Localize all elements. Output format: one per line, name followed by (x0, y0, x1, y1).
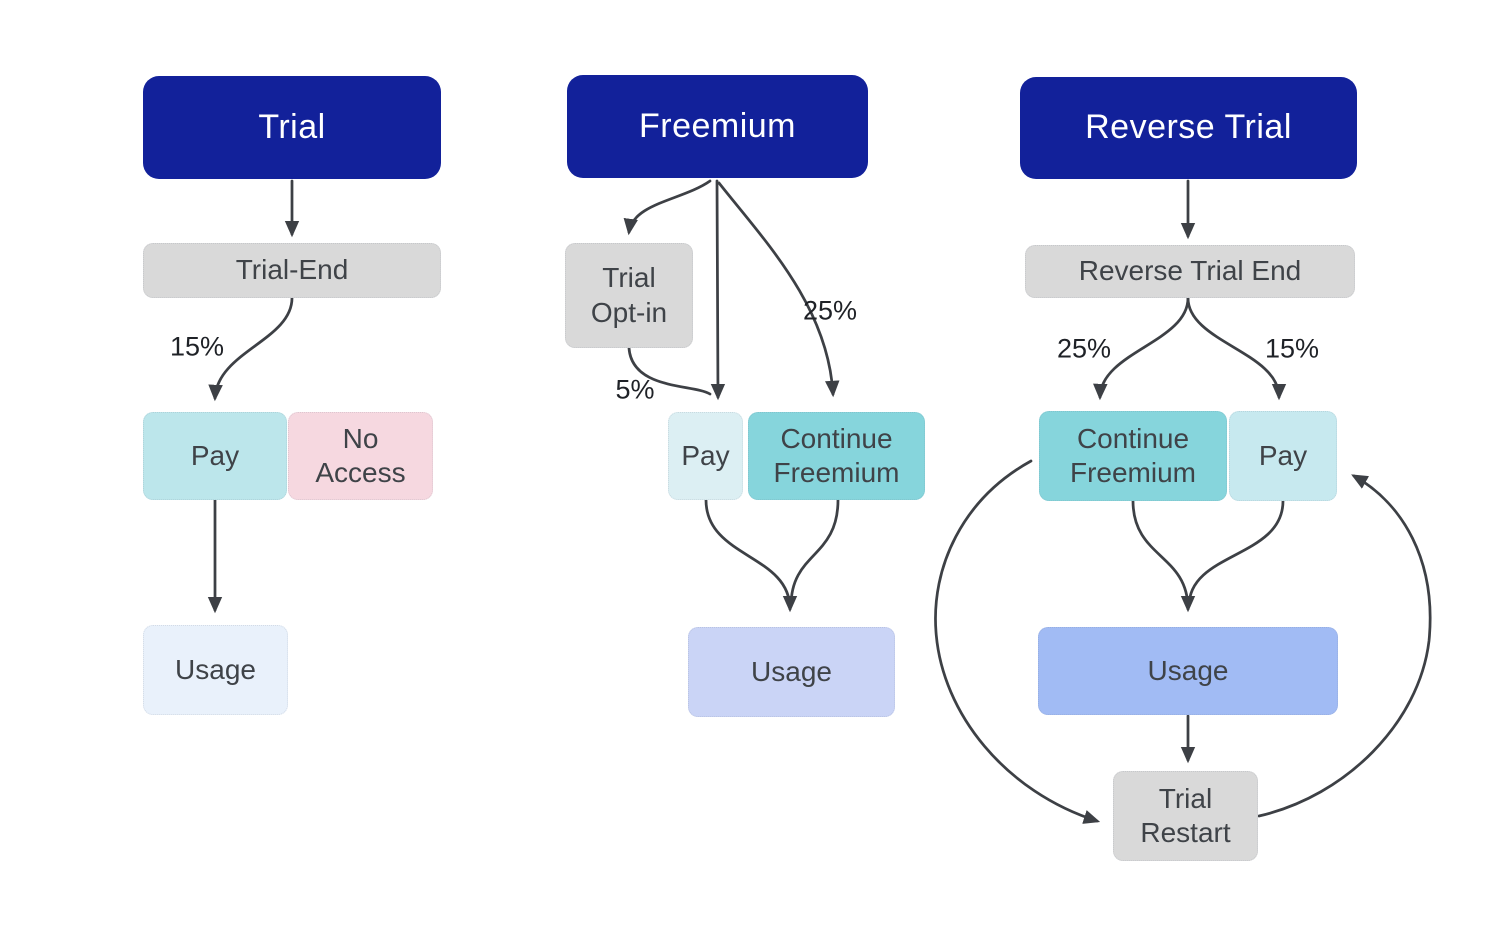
node-freemium-header: Freemium (567, 75, 868, 178)
node-trial-end: Trial-End (143, 243, 441, 298)
arrow-freemium-to-trialoptin (623, 179, 712, 236)
node-reverse-trial-header: Reverse Trial (1020, 77, 1357, 179)
arrow-trialend-to-pay (208, 296, 294, 402)
node-trial-restart: Trial Restart (1113, 771, 1258, 861)
arrow-rcontinue-to-restart-arc (934, 459, 1101, 824)
node-freemium-usage: Usage (688, 627, 895, 717)
edge-label-trial-15pct: 15% (169, 331, 225, 362)
arrow-rpay-to-usage (1187, 499, 1285, 608)
node-reverse-usage: Usage (1038, 627, 1338, 715)
arrow-rcontinue-to-usage (1131, 499, 1196, 613)
arrow-fpay-to-usage (704, 498, 798, 613)
node-reverse-trial-end: Reverse Trial End (1025, 245, 1355, 298)
edge-label-reverse-25pct: 25% (1056, 333, 1112, 364)
node-trial-opt-in: Trial Opt-in (565, 243, 693, 348)
edge-label-freemium-5pct: 5% (615, 374, 655, 405)
node-reverse-continue: Continue Freemium (1039, 411, 1227, 501)
node-trial-no-access: No Access (288, 412, 433, 500)
arrow-rend-to-pay (1186, 296, 1287, 401)
arrow-restart-to-pay-arc (1257, 474, 1432, 818)
edge-label-freemium-25pct: 25% (802, 295, 858, 326)
node-trial-pay: Pay (143, 412, 287, 500)
arrow-freemium-to-pay (710, 179, 726, 401)
node-trial-header: Trial (143, 76, 441, 179)
edge-label-reverse-15pct: 15% (1264, 333, 1320, 364)
arrow-fcontinue-to-usage (789, 498, 840, 608)
arrow-freemium-to-continue (717, 181, 840, 398)
node-freemium-continue: Continue Freemium (748, 412, 925, 500)
node-reverse-pay: Pay (1229, 411, 1337, 501)
node-trial-usage: Usage (143, 625, 288, 715)
arrow-trialoptin-to-pay (627, 346, 712, 396)
arrow-rend-to-continue (1093, 296, 1190, 401)
node-freemium-pay: Pay (668, 412, 743, 500)
